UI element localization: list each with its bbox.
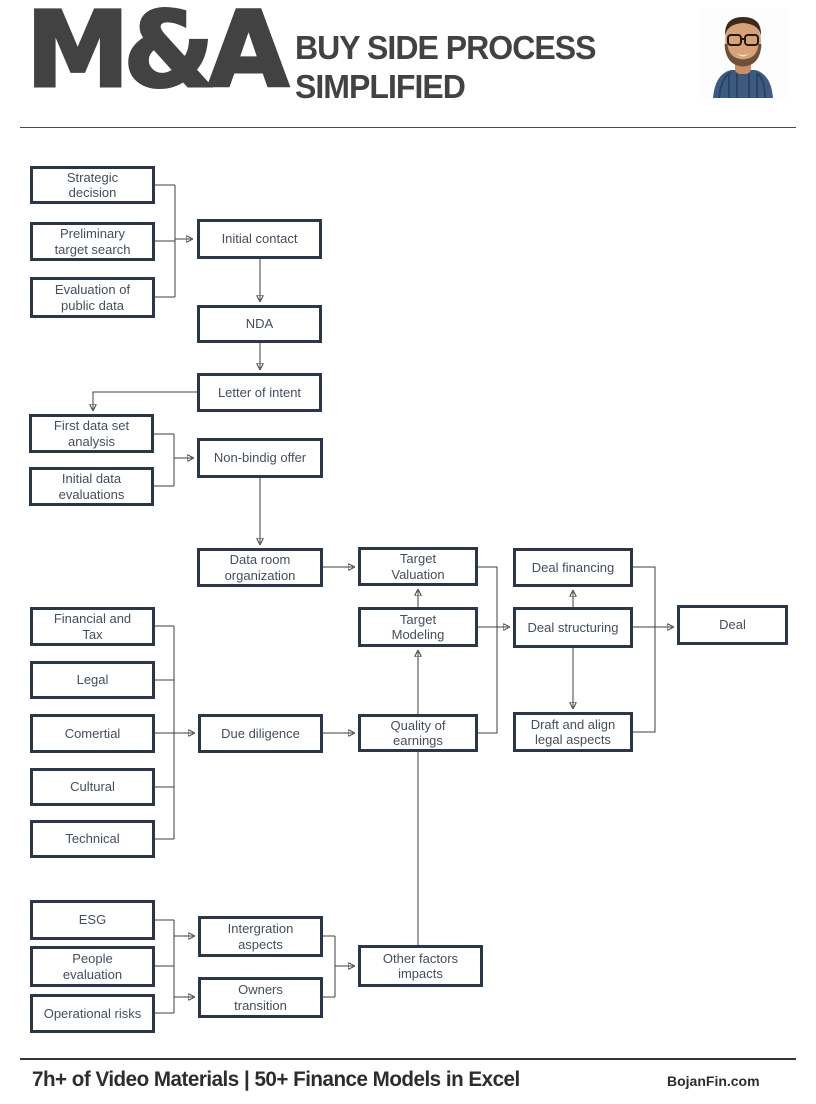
node-operational-risks: Operational risks xyxy=(30,994,155,1033)
node-due-diligence: Due diligence xyxy=(198,714,323,753)
node-cultural: Cultural xyxy=(30,768,155,806)
node-esg: ESG xyxy=(30,900,155,940)
link-data-cluster xyxy=(154,433,175,487)
arrow-letter-firstdata xyxy=(93,391,197,409)
page-title-line1: BUY SIDE PROCESS xyxy=(295,29,596,66)
node-people-evaluation: People evaluation xyxy=(30,946,155,987)
link-financing-draft xyxy=(633,566,656,733)
link-integration-owners xyxy=(323,935,336,998)
node-financial-and-tax: Financial and Tax xyxy=(30,607,155,646)
page-title: BUY SIDE PROCESS SIMPLIFIED xyxy=(295,28,596,106)
node-deal-structuring: Deal structuring xyxy=(513,607,633,648)
node-initial-data-evaluations: Initial data evaluations xyxy=(29,467,154,506)
node-non-binding-offer: Non-bindig offer xyxy=(197,438,323,478)
node-evaluation-public-data: Evaluation of public data xyxy=(30,277,155,318)
node-legal: Legal xyxy=(30,661,155,699)
node-other-factors-impacts: Other factors impacts xyxy=(358,945,483,987)
node-strategic-decision: Strategic decision xyxy=(30,166,155,204)
node-nda: NDA xyxy=(197,305,322,343)
page-title-line2: SIMPLIFIED xyxy=(295,68,466,105)
link-top-cluster xyxy=(155,184,176,298)
node-target-valuation: Target Valuation xyxy=(358,547,478,586)
node-owners-transition: Owners transition xyxy=(198,977,323,1018)
header-divider xyxy=(20,127,796,128)
node-initial-contact: Initial contact xyxy=(197,219,322,259)
logo-ma: M&A xyxy=(25,0,291,112)
footer-divider xyxy=(20,1058,796,1060)
node-technical: Technical xyxy=(30,820,155,858)
node-intergration-aspects: Intergration aspects xyxy=(198,916,323,957)
node-deal-financing: Deal financing xyxy=(513,548,633,587)
footer-tagline: 7h+ of Video Materials | 50+ Finance Mod… xyxy=(32,1068,520,1091)
node-preliminary-target-search: Preliminary target search xyxy=(30,222,155,261)
link-valuation-earnings xyxy=(478,566,498,734)
node-data-room-organization: Data room organization xyxy=(197,548,323,587)
node-quality-of-earnings: Quality of earnings xyxy=(358,714,478,752)
footer-website: BojanFin.com xyxy=(667,1073,760,1089)
node-target-modeling: Target Modeling xyxy=(358,607,478,647)
node-first-data-set-analysis: First data set analysis xyxy=(29,414,154,453)
node-comertial: Comertial xyxy=(30,714,155,753)
node-draft-align-legal: Draft and align legal aspects xyxy=(513,712,633,752)
link-dd-cluster xyxy=(155,625,175,840)
link-esg-cluster xyxy=(155,919,175,1014)
node-deal: Deal xyxy=(677,605,788,645)
node-letter-of-intent: Letter of intent xyxy=(197,373,322,412)
avatar xyxy=(699,8,787,98)
